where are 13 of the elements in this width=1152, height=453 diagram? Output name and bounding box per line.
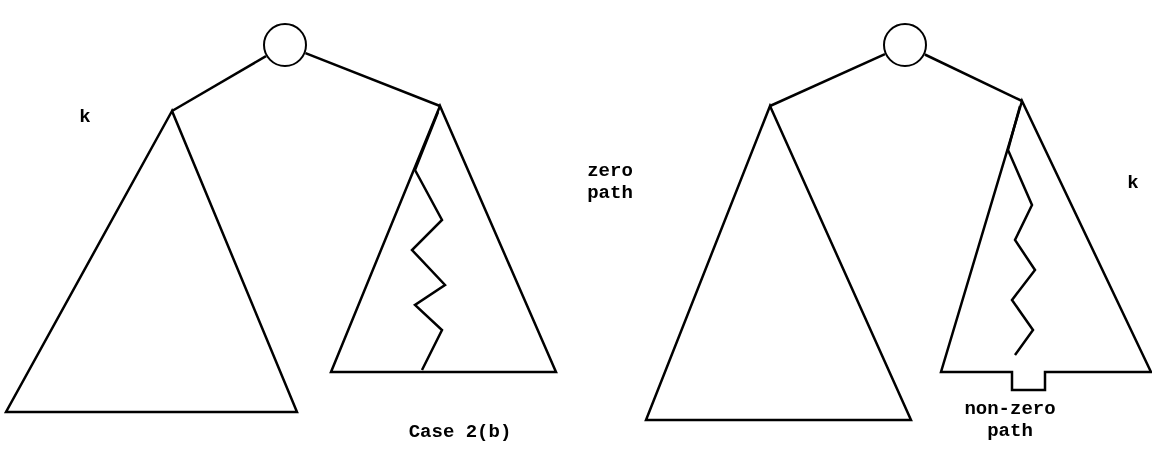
- connector-line: [305, 51, 441, 108]
- side-label: k: [1126, 172, 1140, 194]
- side-label: k: [78, 106, 92, 128]
- connector-line: [924, 53, 1023, 103]
- note-label: zero path: [586, 160, 634, 204]
- caption: Case 2(b): [407, 420, 513, 445]
- side-label: non-zero path: [963, 398, 1057, 442]
- subtree-triangle: [5, 110, 298, 414]
- connector-line: [769, 52, 886, 108]
- subtree-triangle: [645, 105, 912, 422]
- connector-line: [171, 55, 267, 113]
- subtree-triangle: [330, 105, 557, 374]
- subtree-triangle: [940, 100, 1152, 392]
